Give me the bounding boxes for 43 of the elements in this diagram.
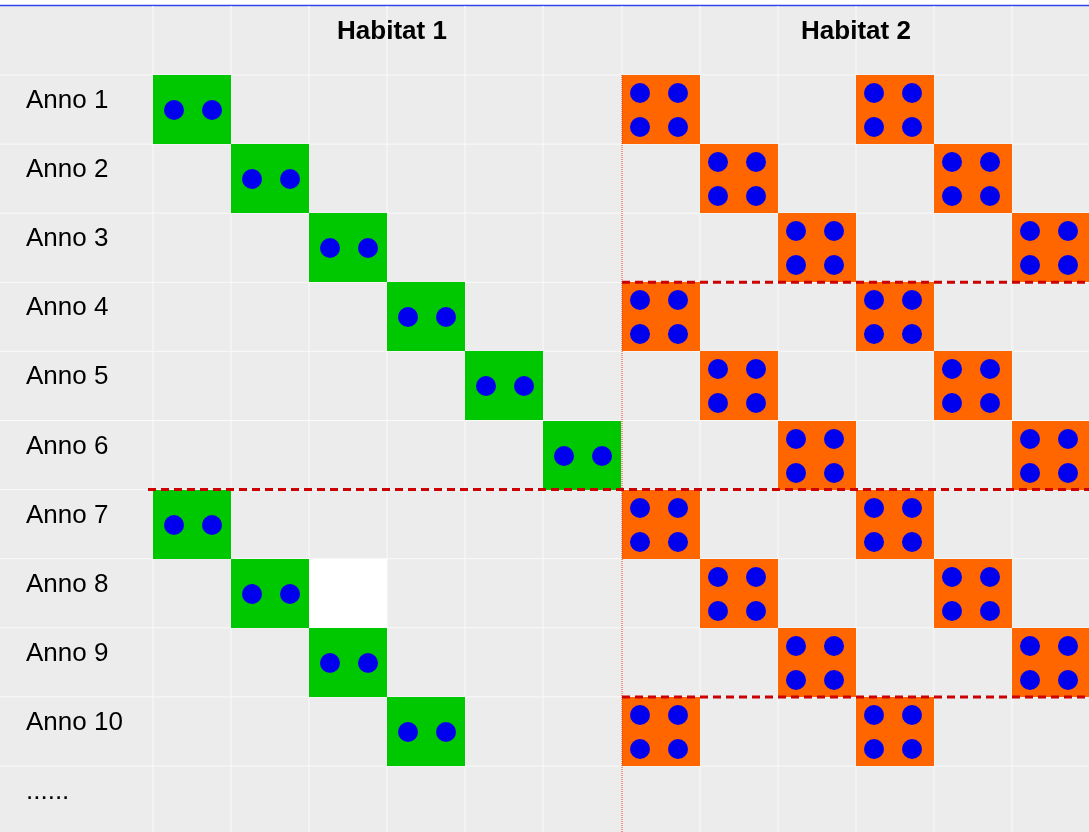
- row-label: Anno 5: [26, 360, 109, 391]
- block-with-dots: [622, 282, 700, 352]
- row-label: Anno 7: [26, 498, 109, 529]
- continuation-mark: ......: [26, 775, 70, 805]
- column-header: Habitat 2: [800, 15, 912, 45]
- block-with-dots: [934, 144, 1012, 214]
- block-with-dots: [1012, 213, 1089, 283]
- block-with-dots: [778, 213, 856, 283]
- block-with-dots: [1012, 627, 1089, 697]
- block-with-dots: [465, 351, 543, 421]
- row-label: Anno 8: [26, 567, 109, 598]
- block-with-dots: [856, 282, 934, 352]
- block-with-dots: [934, 351, 1012, 421]
- block-with-dots: [1012, 420, 1089, 490]
- row-label: Anno 9: [26, 636, 109, 667]
- block-with-dots: [778, 420, 856, 490]
- block-with-dots: [153, 489, 231, 559]
- block-with-dots: [778, 627, 856, 697]
- block-with-dots: [231, 558, 309, 628]
- row-label: Anno 6: [26, 429, 109, 460]
- block-with-dots: [309, 627, 387, 697]
- block-with-dots: [622, 696, 700, 766]
- row-label: Anno 2: [26, 153, 109, 184]
- block-with-dots: [856, 696, 934, 766]
- row-label: Anno 10: [26, 705, 123, 736]
- column-header: Habitat 1: [336, 15, 448, 45]
- block-with-dots: [700, 558, 778, 628]
- row-label: Anno 1: [26, 84, 109, 114]
- block-with-dots: [856, 75, 934, 145]
- block-with-dots: [700, 144, 778, 214]
- block-with-dots: [309, 213, 387, 283]
- block-with-dots: [700, 351, 778, 421]
- block-with-dots: [231, 144, 309, 214]
- block-with-dots: [934, 558, 1012, 628]
- row-label: Anno 3: [26, 222, 109, 253]
- row-label: Anno 4: [26, 291, 109, 322]
- block-with-dots: [622, 75, 700, 145]
- block-with-dots: [622, 489, 700, 559]
- block-with-dots: [153, 75, 231, 145]
- block-with-dots: [387, 696, 465, 766]
- block-with-dots: [856, 489, 934, 559]
- block-with-dots: [387, 282, 465, 352]
- block-with-dots: [543, 420, 621, 490]
